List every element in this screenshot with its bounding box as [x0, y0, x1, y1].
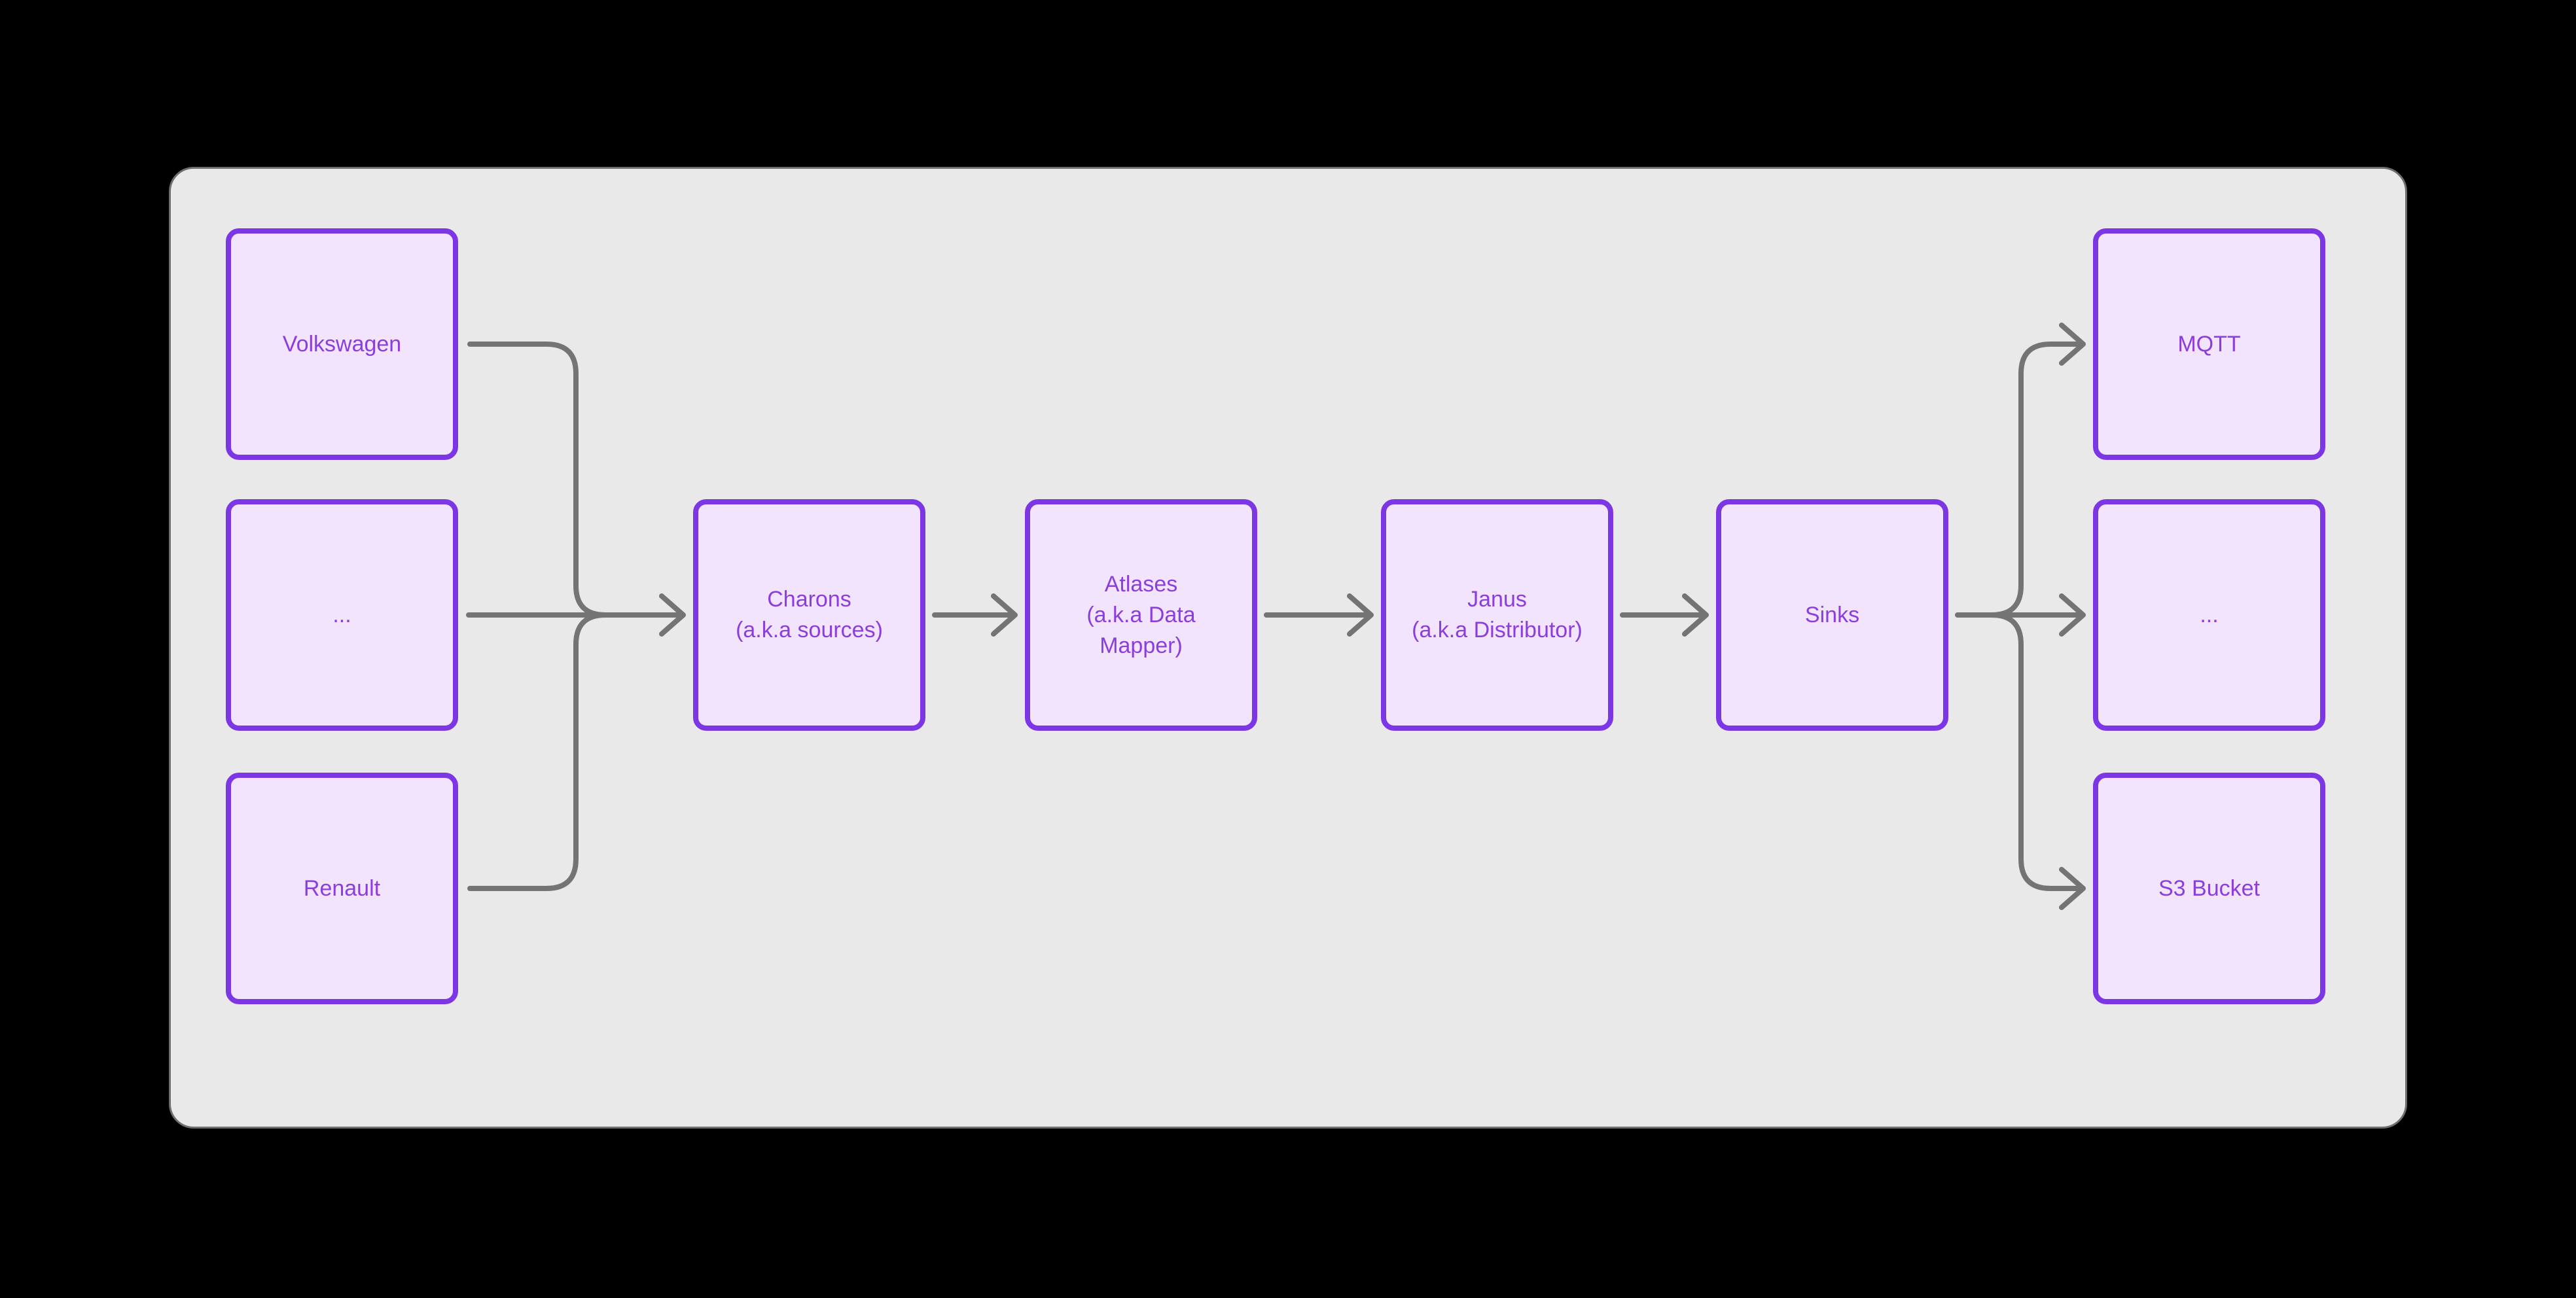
edge-volkswagen-merge — [467, 342, 608, 618]
edge-sinks-s3 — [1989, 612, 2086, 910]
node-charons-label: Charons (a.k.a sources) — [736, 587, 883, 642]
node-right-more-sinks[interactable]: ... — [2093, 499, 2325, 731]
node-janus[interactable]: Janus (a.k.a Distributor) — [1381, 499, 1613, 731]
diagram-canvas — [169, 167, 2407, 1129]
edge-charons-atlases — [932, 593, 1018, 637]
edge-janus-sinks — [1620, 593, 1709, 637]
edge-sinks-rightmore — [1955, 593, 2086, 637]
edge-sinks-mqtt — [1989, 323, 2086, 618]
node-right-more-sinks-label: ... — [2200, 602, 2219, 627]
node-charons[interactable]: Charons (a.k.a sources) — [693, 499, 925, 731]
node-atlases-label: Atlases (a.k.a Data Mapper) — [1086, 571, 1196, 658]
node-left-more-sources[interactable]: ... — [226, 499, 458, 731]
node-s3-bucket[interactable]: S3 Bucket — [2093, 773, 2325, 1004]
node-renault[interactable]: Renault — [226, 773, 458, 1004]
edge-leftmore-charons — [466, 593, 686, 637]
node-mqtt-label: MQTT — [2177, 331, 2241, 357]
edge-renault-merge — [467, 612, 608, 891]
node-mqtt[interactable]: MQTT — [2093, 228, 2325, 460]
node-janus-label: Janus (a.k.a Distributor) — [1412, 587, 1583, 642]
node-sinks[interactable]: Sinks — [1716, 499, 1948, 731]
node-volkswagen-label: Volkswagen — [282, 331, 402, 357]
node-left-more-sources-label: ... — [332, 602, 351, 627]
node-sinks-label: Sinks — [1804, 602, 1860, 627]
edge-atlases-janus — [1264, 593, 1374, 637]
node-atlases[interactable]: Atlases (a.k.a Data Mapper) — [1025, 499, 1257, 731]
node-s3-bucket-label: S3 Bucket — [2158, 875, 2260, 901]
node-renault-label: Renault — [303, 875, 381, 901]
node-volkswagen[interactable]: Volkswagen — [226, 228, 458, 460]
